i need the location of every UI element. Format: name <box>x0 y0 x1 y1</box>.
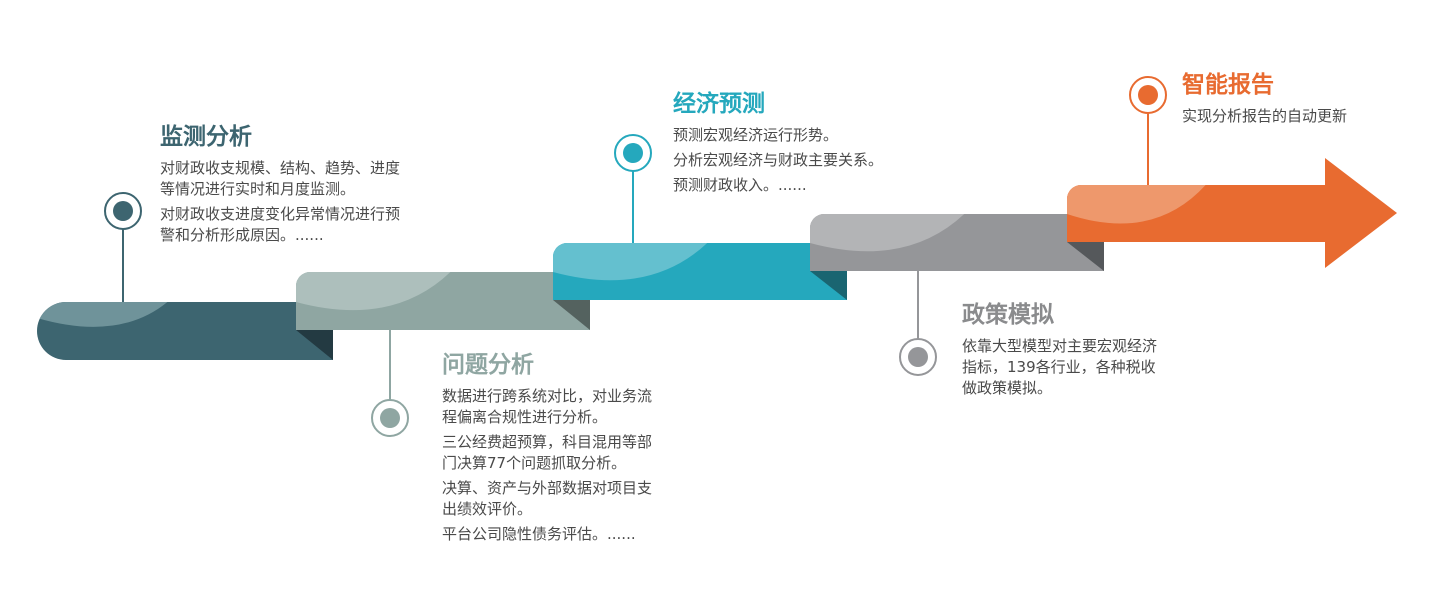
step-policy: 政策模拟 依靠大型模型对主要宏观经济指标，139各行业，各种税收做政策模拟。 <box>962 300 1157 403</box>
pin-report <box>1129 76 1167 185</box>
segment-report-arrow <box>1067 158 1397 268</box>
step-forecast: 经济预测 预测宏观经济运行形势。 分析宏观经济与财政主要关系。 预测财政收入。.… <box>673 89 883 200</box>
text-line: 平台公司隐性债务评估。...... <box>442 525 636 543</box>
step-title: 经济预测 <box>673 91 765 117</box>
text-line: 做政策模拟。 <box>962 379 1053 397</box>
step-report: 智能报告 实现分析报告的自动更新 <box>1182 70 1347 131</box>
pin-monitor <box>104 192 142 302</box>
pin-policy <box>899 271 937 376</box>
segment-problem <box>296 272 590 330</box>
text-line: 决算、资产与外部数据对项目支 <box>442 479 653 497</box>
text-line: 门决算77个问题抓取分析。 <box>442 454 627 472</box>
pin-forecast <box>614 134 652 243</box>
step-problem: 问题分析 数据进行跨系统对比，对业务流程偏离合规性进行分析。 三公经费超预算，科… <box>442 350 652 549</box>
text-line: 指标，139各行业，各种税收 <box>962 358 1156 376</box>
text-line: 实现分析报告的自动更新 <box>1182 107 1348 125</box>
text-line: 等情况进行实时和月度监测。 <box>160 180 356 198</box>
text-line: 程偏离合规性进行分析。 <box>442 408 608 426</box>
text-line: 三公经费超预算，科目混用等部 <box>442 433 653 451</box>
text-line: 分析宏观经济与财政主要关系。 <box>673 151 884 169</box>
text-line: 对财政收支规模、结构、趋势、进度 <box>160 159 401 177</box>
step-monitor: 监测分析 对财政收支规模、结构、趋势、进度等情况进行实时和月度监测。 对财政收支… <box>160 122 400 250</box>
pin-problem <box>371 330 409 437</box>
segment-policy <box>810 214 1104 271</box>
text-line: 预测财政收入。...... <box>673 176 807 194</box>
text-line: 对财政收支进度变化异常情况进行预 <box>160 205 401 223</box>
step-title: 政策模拟 <box>962 302 1054 328</box>
step-title: 问题分析 <box>442 352 534 378</box>
text-line: 预测宏观经济运行形势。 <box>673 126 839 144</box>
text-line: 数据进行跨系统对比，对业务流 <box>442 387 653 405</box>
step-title: 监测分析 <box>160 124 252 150</box>
text-line: 警和分析形成原因。...... <box>160 226 324 244</box>
segment-monitor <box>37 302 333 360</box>
step-title: 智能报告 <box>1182 72 1274 98</box>
text-line: 出绩效评价。 <box>442 500 533 518</box>
text-line: 依靠大型模型对主要宏观经济 <box>962 337 1158 355</box>
segment-forecast <box>553 243 847 300</box>
